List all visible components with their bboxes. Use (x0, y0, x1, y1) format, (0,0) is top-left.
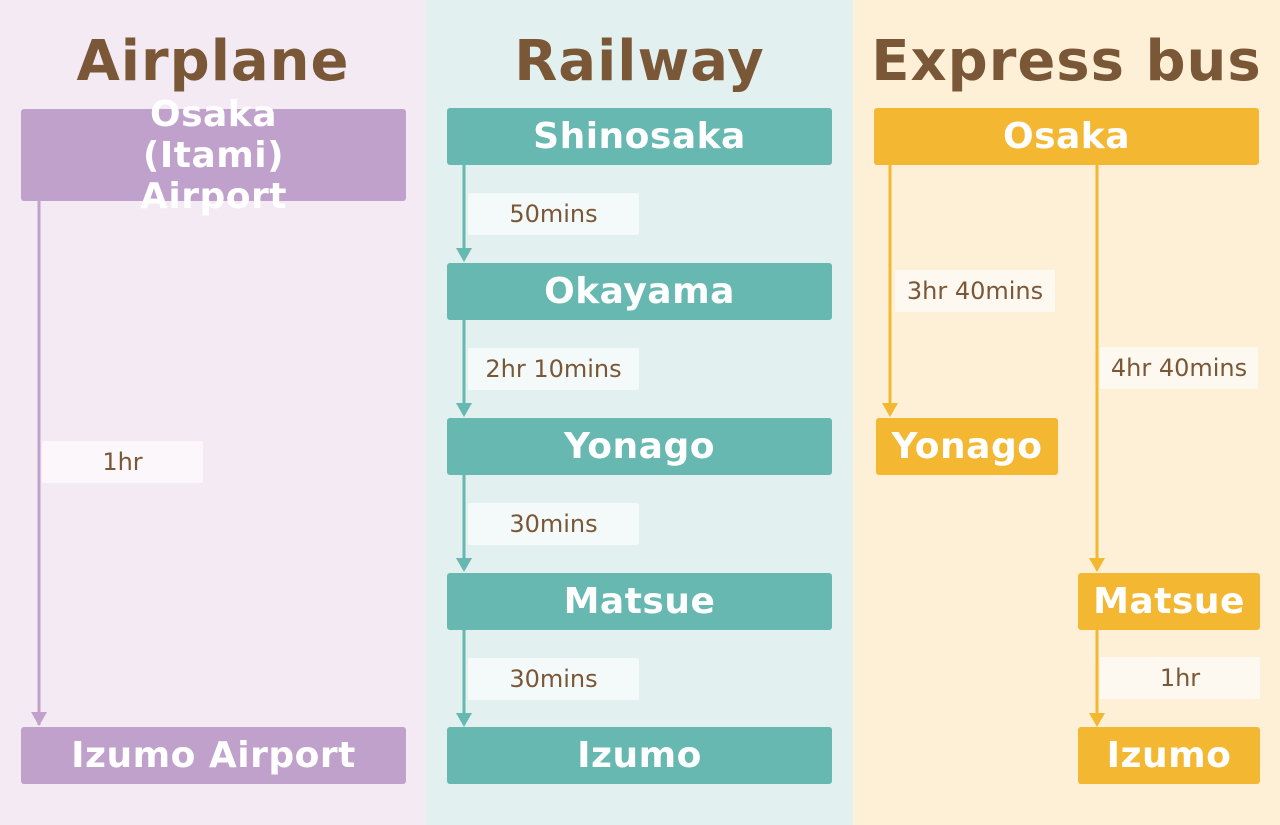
express-bus-heading: Express bus (871, 29, 1262, 94)
railway-station-shinosaka: Shinosaka (447, 108, 832, 165)
railway-duration-2: 2hr 10mins (468, 348, 639, 390)
railway-station-okayama: Okayama (447, 263, 832, 320)
bus-stop-matsue: Matsue (1078, 573, 1260, 630)
bus-duration-izumo: 1hr (1100, 657, 1260, 699)
airplane-origin-box: Osaka (Itami) Airport (21, 94, 406, 217)
railway-station-matsue: Matsue (447, 573, 832, 630)
railway-duration-1: 50mins (468, 193, 639, 235)
railway-duration-4: 30mins (468, 658, 639, 700)
railway-duration-3: 30mins (468, 503, 639, 545)
railway-station-izumo: Izumo (447, 727, 832, 784)
airplane-destination-box: Izumo Airport (21, 727, 406, 784)
bus-destination-yonago: Yonago (876, 418, 1058, 475)
bus-destination-izumo: Izumo (1078, 727, 1260, 784)
bus-origin-osaka: Osaka (874, 108, 1259, 165)
bus-duration-matsue: 4hr 40mins (1100, 347, 1258, 389)
railway-heading: Railway (514, 29, 765, 94)
bus-duration-yonago: 3hr 40mins (895, 270, 1055, 312)
airplane-duration-label: 1hr (42, 441, 203, 483)
airplane-heading: Airplane (76, 29, 350, 94)
railway-station-yonago: Yonago (447, 418, 832, 475)
